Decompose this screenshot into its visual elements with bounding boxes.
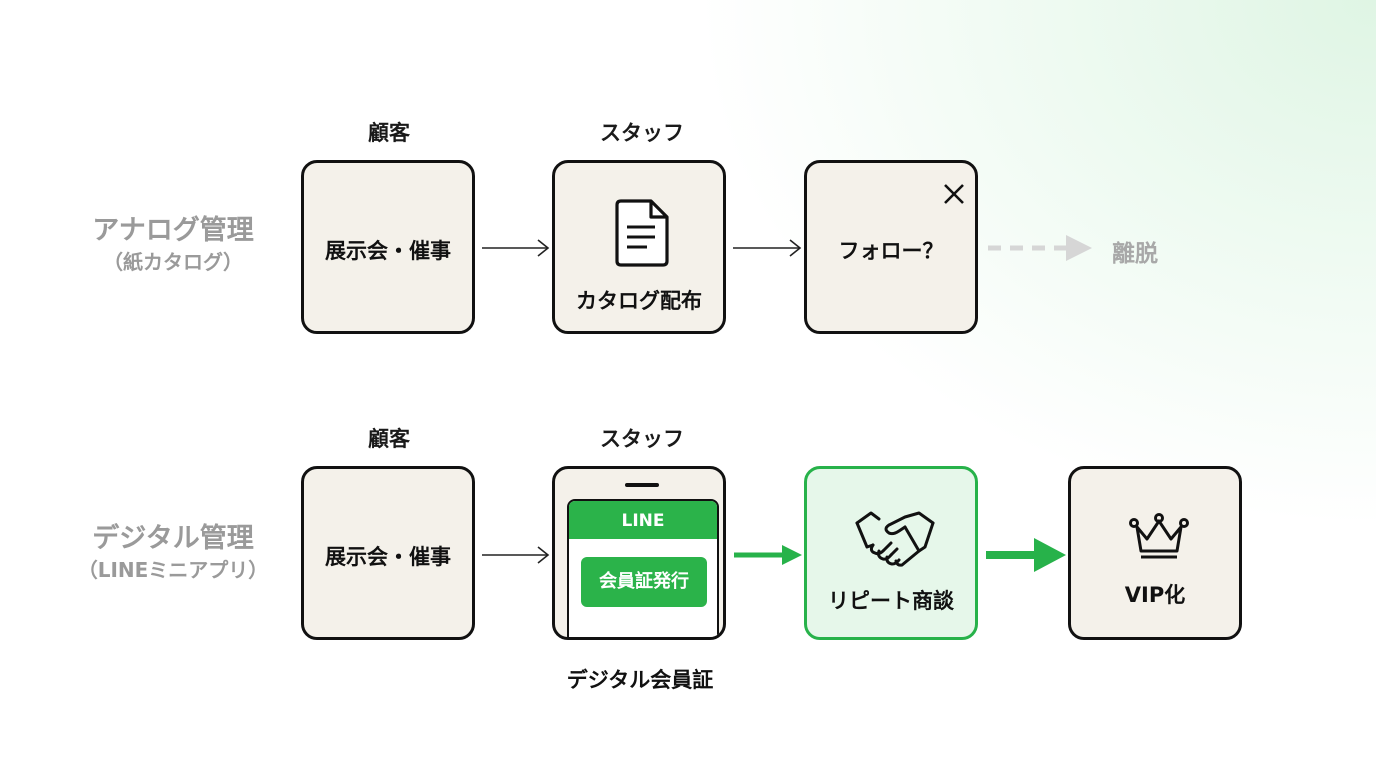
- digital-box-exhibition: 展示会・催事: [301, 466, 475, 640]
- arrow-digital-1: [482, 546, 550, 564]
- digital-col-staff: スタッフ: [600, 427, 684, 451]
- analog-col-staff: スタッフ: [600, 121, 684, 145]
- analog-label-main: アナログ管理: [92, 215, 254, 246]
- analog-box-catalog-label: カタログ配布: [576, 289, 702, 313]
- analog-col-customer: 顧客: [368, 121, 410, 145]
- analog-box-follow: フォロー？: [804, 160, 978, 334]
- arrow-digital-green-2: [986, 538, 1066, 572]
- digital-label-sub: （LINEミニアプリ）: [77, 558, 269, 582]
- digital-label-main: デジタル管理: [92, 523, 254, 554]
- digital-box-vip-label: VIP化: [1124, 583, 1186, 607]
- phone-speaker: [625, 483, 659, 487]
- analog-row-label: アナログ管理 （紙カタログ）: [68, 214, 278, 276]
- crown-icon: [1129, 513, 1189, 565]
- close-icon: [943, 183, 965, 209]
- digital-card-caption: デジタル会員証: [566, 668, 714, 692]
- arrow-digital-green-1: [734, 545, 802, 565]
- digital-box-repeat-label: リピート商談: [828, 589, 954, 613]
- arrow-analog-1: [482, 239, 550, 257]
- phone-screen: LINE 会員証発行: [567, 499, 719, 637]
- digital-box-repeat: リピート商談: [804, 466, 978, 640]
- digital-box-exhibition-label: 展示会・催事: [325, 545, 451, 569]
- analog-box-exhibition: 展示会・催事: [301, 160, 475, 334]
- analog-box-exhibition-label: 展示会・催事: [325, 239, 451, 263]
- phone-mockup: LINE 会員証発行: [552, 466, 726, 640]
- churn-label: 離脱: [1112, 241, 1158, 267]
- digital-box-vip: VIP化: [1068, 466, 1242, 640]
- handshake-icon: [853, 505, 937, 573]
- digital-col-customer: 顧客: [368, 427, 410, 451]
- digital-row-label: デジタル管理 （LINEミニアプリ）: [58, 522, 288, 584]
- arrow-analog-2: [733, 239, 802, 257]
- analog-label-sub: （紙カタログ）: [103, 250, 243, 274]
- document-icon: [613, 197, 673, 273]
- analog-box-catalog: カタログ配布: [552, 160, 726, 334]
- line-header: LINE: [569, 501, 717, 539]
- analog-box-follow-label: フォロー？: [838, 239, 944, 263]
- arrow-churn-dashed: [988, 235, 1092, 261]
- issue-membership-card-button[interactable]: 会員証発行: [581, 557, 707, 607]
